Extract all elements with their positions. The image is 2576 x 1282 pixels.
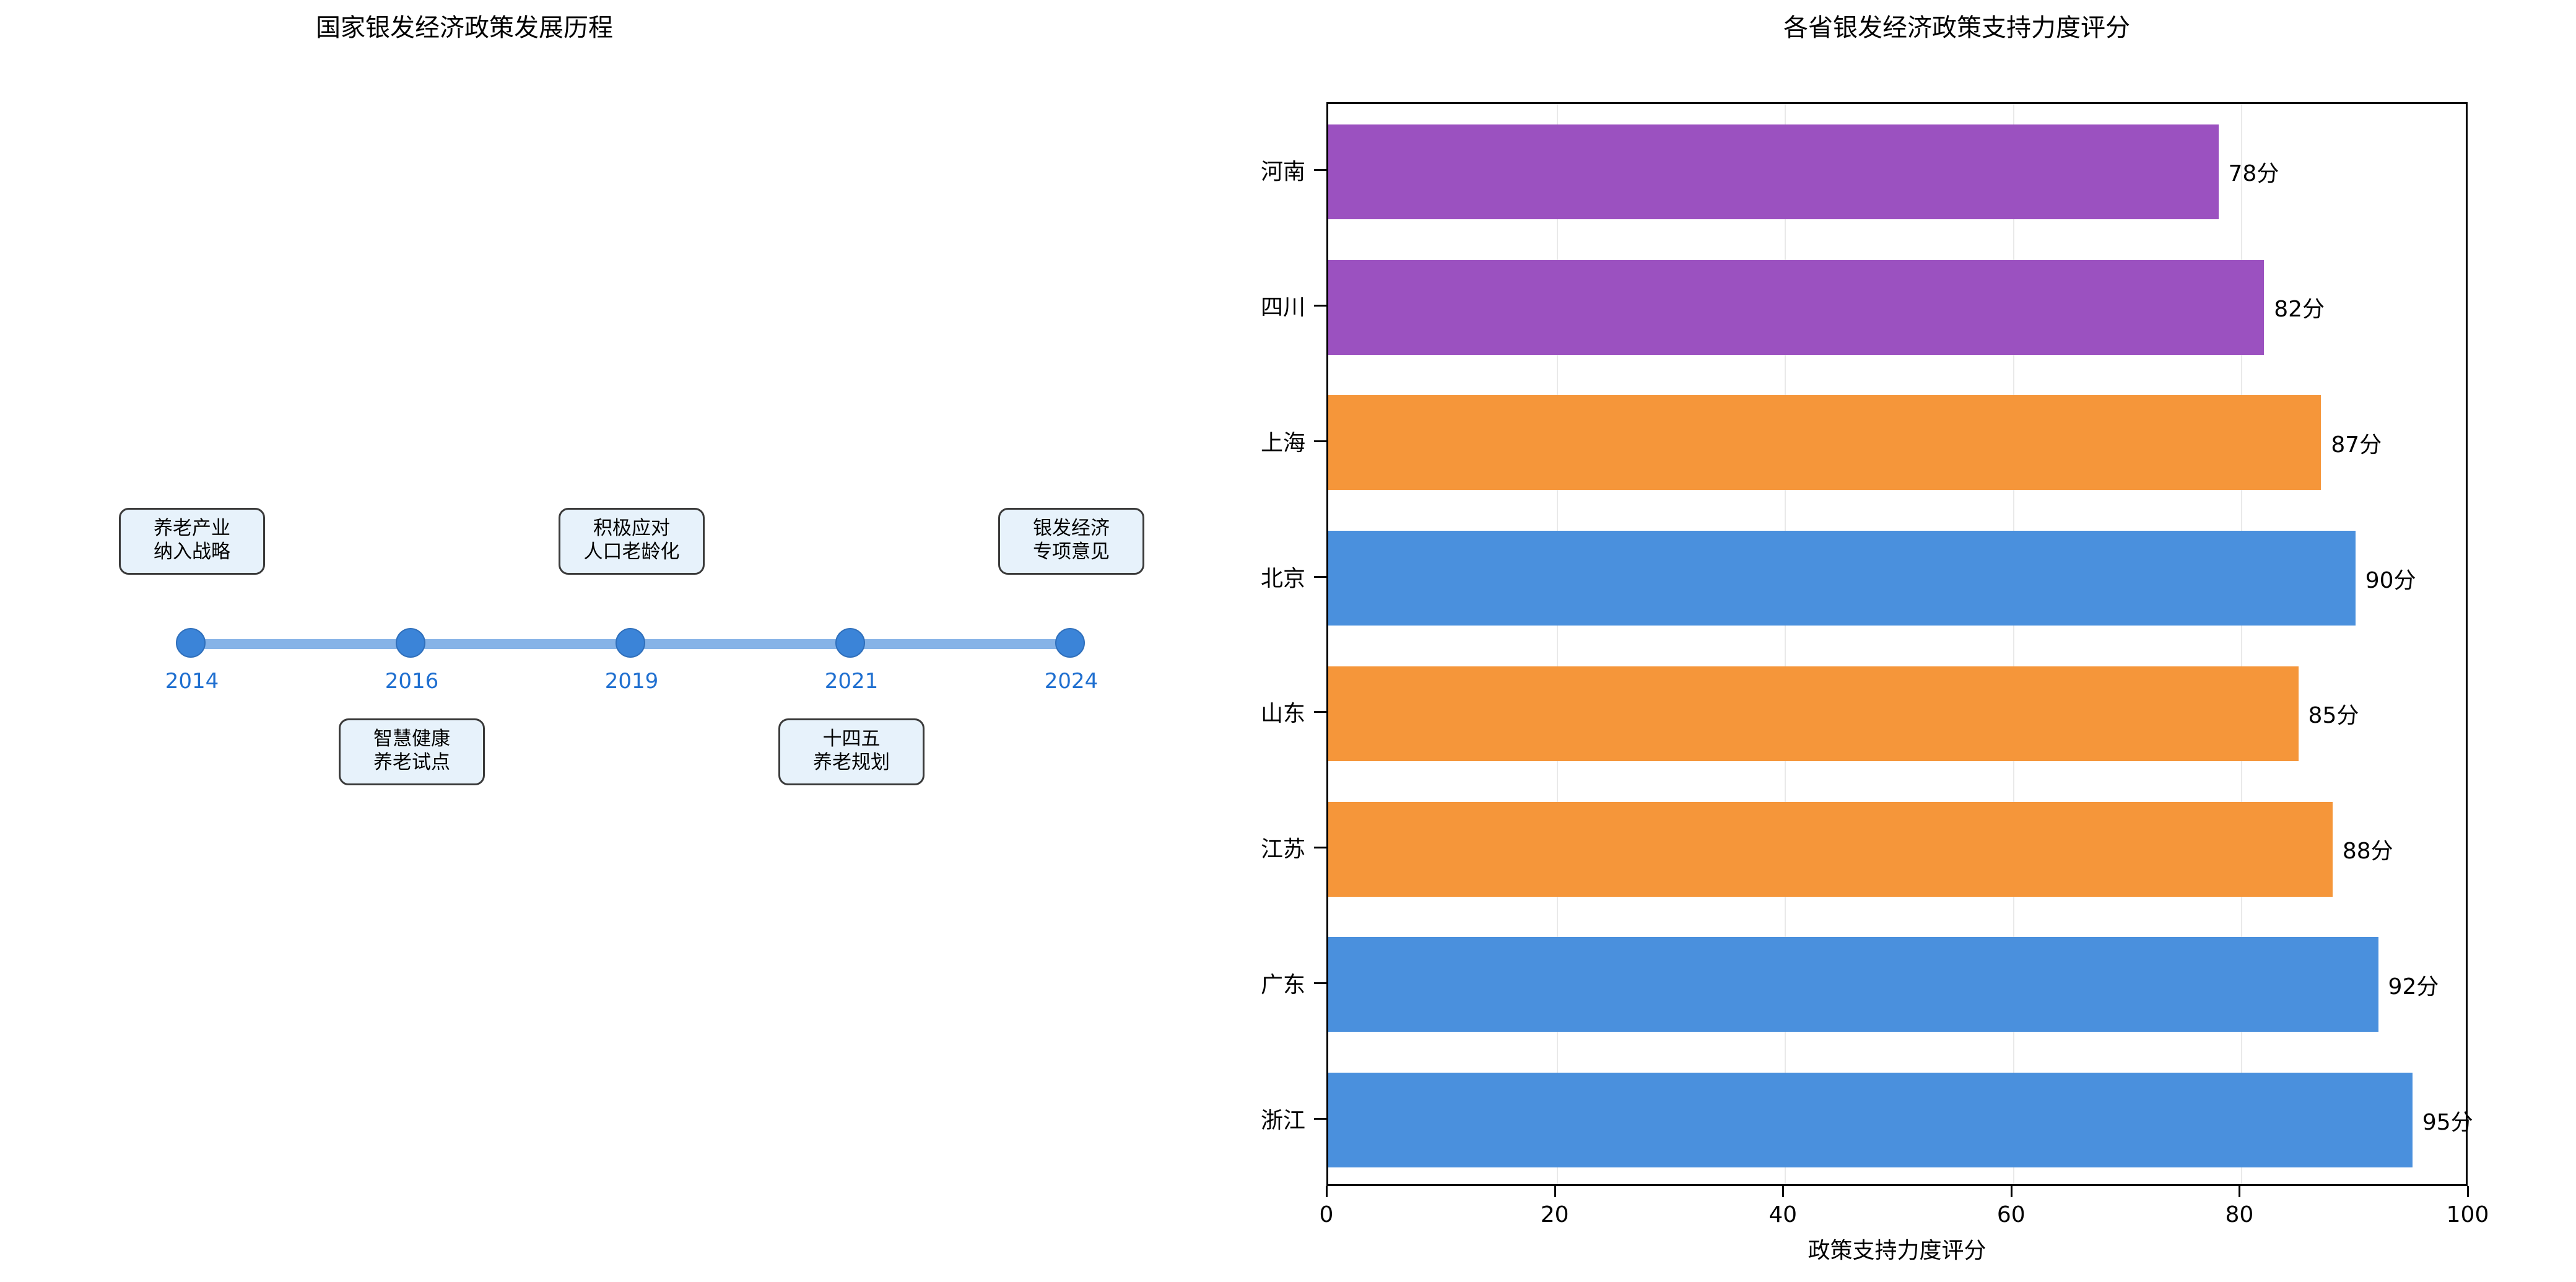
timeline-year-label: 2019 xyxy=(604,669,659,694)
bar-value-label: 88分 xyxy=(2342,839,2393,865)
x-tick-mark xyxy=(1326,1186,1328,1197)
y-tick-label: 山东 xyxy=(1260,701,1305,727)
x-tick-mark xyxy=(2239,1186,2241,1197)
bar-value-label: 82分 xyxy=(2274,297,2325,323)
grid-line xyxy=(2241,104,2243,1184)
y-tick-label: 北京 xyxy=(1260,565,1305,591)
timeline-event-line: 专项意见 xyxy=(1033,540,1110,563)
timeline-dot-icon[interactable] xyxy=(1055,628,1085,658)
timeline-event-line: 十四五 xyxy=(822,728,881,750)
y-tick-mark xyxy=(1314,305,1326,307)
timeline-year-label: 2016 xyxy=(385,669,439,694)
timeline-event-line: 纳入战略 xyxy=(154,540,230,563)
bar[interactable] xyxy=(1328,801,2333,897)
timeline-title: 国家银发经济政策发展历程 xyxy=(316,14,613,42)
timeline-dot-icon[interactable] xyxy=(176,628,206,658)
bar[interactable] xyxy=(1328,124,2219,219)
timeline-event-line: 人口老龄化 xyxy=(583,540,680,563)
bar-value-label: 78分 xyxy=(2228,161,2279,187)
bar[interactable] xyxy=(1328,395,2321,491)
timeline-year-label: 2014 xyxy=(165,669,219,694)
bar-row[interactable]: 88分 xyxy=(1328,801,2469,897)
bar-row[interactable]: 90分 xyxy=(1328,531,2469,626)
timeline-graphic: 2014 养老产业纳入战略 2016 智慧健康养老试点 2019 积极应对人口老龄化 202… xyxy=(0,471,1288,818)
y-tick-mark xyxy=(1314,982,1326,984)
y-tick-label: 四川 xyxy=(1260,295,1305,321)
y-tick-label: 江苏 xyxy=(1260,837,1305,863)
bar-value-label: 87分 xyxy=(2331,432,2382,458)
timeline-event-line: 银发经济 xyxy=(1033,517,1110,539)
y-tick-mark xyxy=(1314,440,1326,442)
timeline-event-line: 智慧健康 xyxy=(373,728,450,750)
x-tick-label: 20 xyxy=(1540,1202,1569,1227)
bar[interactable] xyxy=(1328,259,2265,355)
timeline-event-box[interactable]: 十四五养老规划 xyxy=(778,718,925,785)
timeline-dot-icon[interactable] xyxy=(396,628,425,658)
grid-line xyxy=(1785,104,1786,1184)
bar[interactable] xyxy=(1328,1073,2413,1168)
timeline-dot-icon[interactable] xyxy=(835,628,865,658)
timeline-event-line: 养老规划 xyxy=(813,751,890,774)
bar[interactable] xyxy=(1328,937,2378,1032)
bar-row[interactable]: 92分 xyxy=(1328,937,2469,1032)
timeline-event-box[interactable]: 养老产业纳入战略 xyxy=(119,508,265,575)
timeline-dot-icon[interactable] xyxy=(616,628,645,658)
x-tick-label: 60 xyxy=(1996,1202,2026,1227)
timeline-event-line: 积极应对 xyxy=(593,517,670,539)
timeline-event-line: 养老产业 xyxy=(154,517,230,539)
bar-value-label: 92分 xyxy=(2388,974,2439,1000)
bar-value-label: 85分 xyxy=(2308,703,2359,729)
x-tick-mark xyxy=(1554,1186,1556,1197)
grid-line xyxy=(2012,104,2014,1184)
x-tick-label: 100 xyxy=(2446,1202,2489,1227)
y-tick-mark xyxy=(1314,847,1326,849)
x-tick-mark xyxy=(2010,1186,2012,1197)
plot-area: 78分 82分 87分 90分 85分 88分 92分 95分 xyxy=(1326,102,2473,1186)
y-tick-label: 浙江 xyxy=(1260,1107,1305,1133)
x-tick-mark xyxy=(1782,1186,1785,1197)
y-tick-label: 河南 xyxy=(1260,159,1305,185)
bar-row[interactable]: 85分 xyxy=(1328,666,2469,761)
x-axis-label: 政策支持力度评分 xyxy=(1808,1238,1986,1263)
y-tick-label: 上海 xyxy=(1260,430,1305,456)
bar-row[interactable]: 87分 xyxy=(1328,395,2469,491)
bar-row[interactable]: 82分 xyxy=(1328,259,2469,355)
bar[interactable] xyxy=(1328,531,2356,626)
bar-value-label: 95分 xyxy=(2422,1109,2473,1135)
bar-row[interactable]: 95分 xyxy=(1328,1073,2473,1168)
timeline-event-box[interactable]: 智慧健康养老试点 xyxy=(339,718,485,785)
y-tick-mark xyxy=(1314,1117,1326,1120)
bar-chart-title: 各省银发经济政策支持力度评分 xyxy=(1783,14,2130,42)
y-tick-mark xyxy=(1314,711,1326,713)
y-tick-mark xyxy=(1314,575,1326,578)
bar[interactable] xyxy=(1328,666,2299,761)
timeline-year-label: 2021 xyxy=(824,669,879,694)
x-tick-label: 40 xyxy=(1769,1202,1798,1227)
bar-row[interactable]: 78分 xyxy=(1328,124,2469,219)
grid-line xyxy=(1556,104,1558,1184)
bar-value-label: 90分 xyxy=(2365,567,2416,593)
timeline-event-box[interactable]: 银发经济专项意见 xyxy=(998,508,1144,575)
x-tick-label: 0 xyxy=(1319,1202,1334,1227)
y-tick-mark xyxy=(1314,169,1326,172)
x-tick-label: 80 xyxy=(2225,1202,2254,1227)
timeline-event-line: 养老试点 xyxy=(373,751,450,774)
timeline-year-label: 2024 xyxy=(1044,669,1099,694)
y-tick-label: 广东 xyxy=(1260,972,1305,998)
x-tick-mark xyxy=(2467,1186,2469,1197)
timeline-event-box[interactable]: 积极应对人口老龄化 xyxy=(559,508,705,575)
